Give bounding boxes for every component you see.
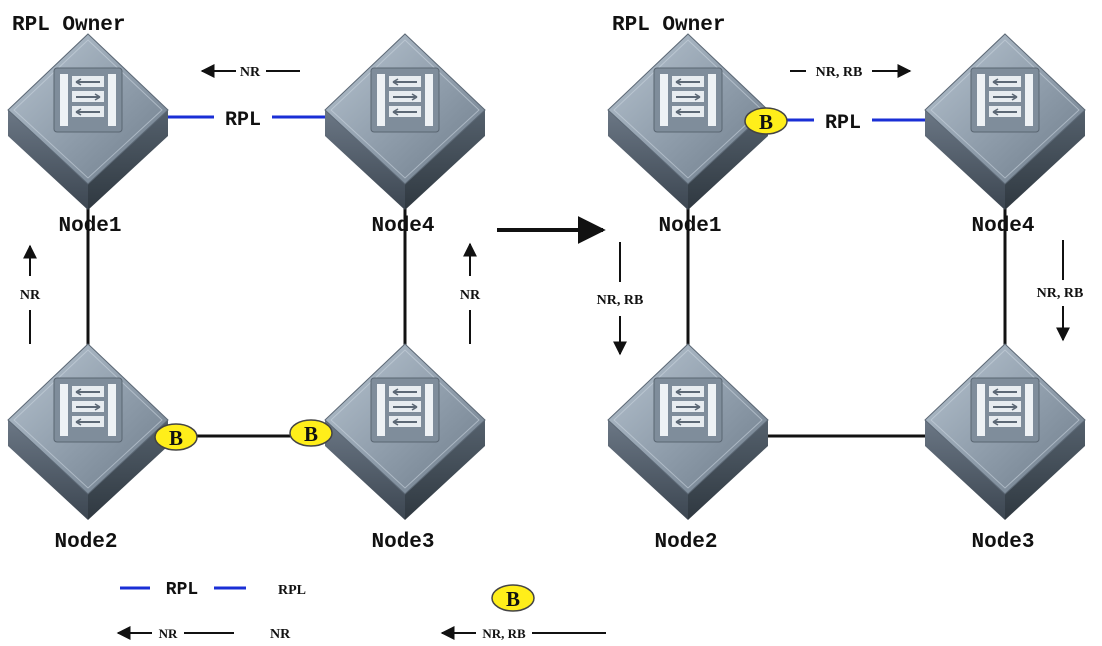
block-marker-node2-text: B: [169, 426, 183, 450]
block-marker-node1-text: B: [759, 110, 773, 134]
node1-label: Node1: [58, 215, 121, 238]
switch-icon: [324, 343, 486, 521]
left-ring: RPL RPL Owner Node1 Node4 Node2 Node3 NR…: [7, 14, 486, 554]
node3-label: Node3: [971, 531, 1034, 554]
block-marker-node3-text: B: [304, 422, 318, 446]
right-ring: RPL RPL Owner Node1 Node4 Node2 Node3 NR…: [597, 14, 1086, 554]
nrrb-msg-right: NR, RB: [1037, 286, 1084, 301]
block-marker-node2: [154, 423, 198, 451]
nr-msg-right: NR: [460, 288, 481, 303]
switch-icon: [324, 33, 486, 211]
switch-icon: [7, 343, 169, 521]
legend-block-symbol: B: [506, 587, 520, 611]
legend-nr-arrow-label: NR: [159, 626, 178, 641]
switch-icon: [7, 33, 169, 211]
node2-label: Node2: [654, 531, 717, 554]
rpl-owner-label: RPL Owner: [12, 14, 125, 37]
nr-msg-top: NR: [240, 65, 261, 80]
node4-label: Node4: [371, 215, 434, 238]
node3-label: Node3: [371, 531, 434, 554]
rpl-label: RPL: [225, 109, 261, 132]
nrrb-msg-left: NR, RB: [597, 293, 644, 308]
legend-block-marker: [491, 584, 535, 612]
legend-rpl-line-label: RPL: [166, 580, 198, 600]
block-marker-node3: [289, 419, 333, 447]
node4-label: Node4: [971, 215, 1034, 238]
node2-label: Node2: [54, 531, 117, 554]
legend-rpl-desc: RPL: [278, 583, 306, 598]
node1-label: Node1: [658, 215, 721, 238]
switch-icon: [924, 343, 1086, 521]
legend: RPL RPL NR NR B NR, RB: [116, 580, 606, 642]
switch-icon: [607, 33, 769, 211]
rpl-label: RPL: [825, 112, 861, 135]
nrrb-msg-top: NR, RB: [816, 65, 863, 80]
legend-nrrb-arrow-label: NR, RB: [482, 626, 526, 641]
nr-msg-left: NR: [20, 288, 41, 303]
rpl-owner-label: RPL Owner: [612, 14, 725, 37]
block-marker-node1: [744, 107, 788, 135]
switch-icon: [924, 33, 1086, 211]
legend-nr-desc: NR: [270, 627, 291, 642]
switch-icon: [607, 343, 769, 521]
